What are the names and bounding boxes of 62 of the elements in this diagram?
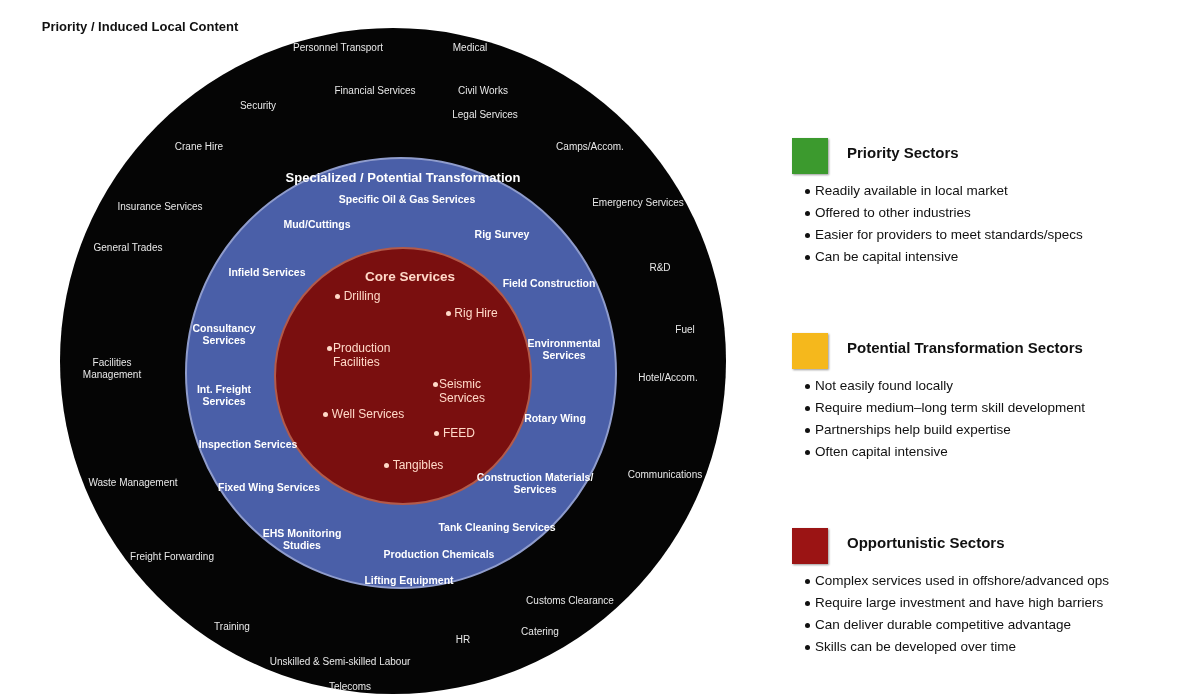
service-label: Personnel Transport (292, 42, 384, 54)
service-label: HR (455, 634, 471, 646)
bullet-text: Readily available in local market (815, 183, 1008, 198)
bullet-text: Skills can be developed over time (815, 639, 1017, 654)
bullet-text: Require medium–long term skill development (815, 400, 1086, 415)
service-label: Rig Survey (474, 227, 530, 241)
service-label: Catering (521, 626, 559, 638)
service-label: Consultancy Services (191, 321, 257, 347)
service-label: Security (239, 100, 277, 112)
service-label: Emergency Services (592, 197, 684, 209)
service-label: Civil Works (458, 85, 508, 97)
service-label: Customs Clearance (526, 595, 614, 607)
bullet-text: Complex services used in offshore/advanced ops (815, 573, 1109, 588)
service-label: Specific Oil & Gas Services (338, 192, 476, 206)
service-bullet: Seismic Services (439, 378, 486, 406)
service-label: Lifting Equipment (364, 573, 454, 587)
service-label: Financial Services (334, 85, 416, 97)
service-label: Camps/Accom. (556, 141, 624, 153)
service-bullet: Tangibles (392, 459, 444, 473)
service-label: Waste Management (88, 477, 178, 489)
service-bullet: Production Facilities (333, 342, 392, 370)
service-label: Hotel/Accom. (638, 372, 698, 384)
legend-title: Opportunistic Sectors (847, 534, 1005, 551)
service-label: Production Chemicals (383, 547, 495, 561)
service-label: Insurance Services (117, 201, 203, 213)
service-label: Infield Services (228, 265, 306, 279)
service-bullet: FEED (443, 427, 475, 441)
service-label: EHS Monitoring Studies (261, 526, 343, 552)
service-label: Int. Freight Services (195, 382, 253, 408)
ring-heading: Core Services (364, 269, 456, 285)
service-label: R&D (649, 262, 671, 274)
service-label: Unskilled & Semi-skilled Labour (269, 656, 411, 668)
service-label: Fuel (675, 324, 695, 336)
service-label: Communications (627, 469, 703, 481)
service-label: General Trades (93, 242, 163, 254)
service-bullet: Well Services (331, 408, 405, 422)
bullet-text: Easier for providers to meet standards/specs (815, 227, 1083, 242)
ring-heading: Priority / Induced Local Content (41, 19, 239, 35)
bullet-text: Partnerships help build expertise (815, 422, 1011, 437)
service-label: Fixed Wing Services (218, 480, 320, 494)
service-label: Tank Cleaning Services (438, 520, 556, 534)
service-label: Legal Services (452, 109, 518, 121)
service-label: Telecoms (328, 681, 372, 693)
service-label: Freight Forwarding (130, 551, 214, 563)
service-label: Facilities Management (81, 356, 143, 380)
service-label: Rotary Wing (524, 411, 586, 425)
bullet-text: Can be capital intensive (815, 249, 959, 264)
service-label: Medical (452, 42, 488, 54)
service-label: Crane Hire (174, 141, 224, 153)
service-label: Mud/Cuttings (283, 217, 351, 231)
bullet-text: Require large investment and have high barriers (815, 595, 1104, 610)
legend-title: Priority Sectors (847, 144, 959, 161)
bullet-text: Often capital intensive (815, 444, 948, 459)
service-bullet: Rig Hire (454, 307, 498, 321)
service-label: Environmental Services (526, 336, 602, 362)
bullet-text: Can deliver durable competitive advantage (815, 617, 1071, 632)
service-bullet: Drilling (343, 290, 381, 304)
legend-title: Potential Transformation Sectors (847, 339, 1083, 356)
bullet-text: Not easily found locally (815, 378, 954, 393)
bullet-text: Offered to other industries (815, 205, 971, 220)
service-label: Training (214, 621, 250, 633)
service-label: Field Construction (502, 276, 596, 290)
